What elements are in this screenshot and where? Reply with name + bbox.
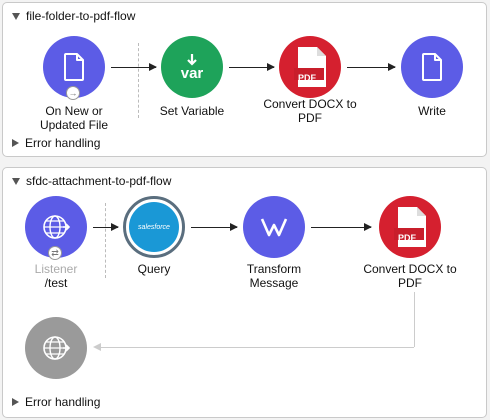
error-handling-toggle[interactable]: Error handling [12, 395, 100, 409]
expand-triangle-icon[interactable] [12, 139, 19, 147]
node-label: Convert DOCX to PDF [263, 97, 357, 125]
error-handling-toggle[interactable]: Error handling [12, 136, 100, 150]
source-badge-icon: → [66, 86, 80, 100]
flow-container-sfdc-attachment-to-pdf: sfdc-attachment-to-pdf-flow ⇄ Listener /… [2, 167, 487, 418]
globe-icon[interactable] [25, 317, 87, 379]
source-divider [138, 43, 139, 118]
node-label: Convert DOCX to PDF [363, 262, 457, 290]
return-connector-vertical [414, 292, 415, 347]
collapse-triangle-icon[interactable] [12, 177, 20, 185]
reconnect-badge-icon: ⇄ [48, 246, 62, 260]
flow-arrow [111, 63, 157, 71]
flow-arrow [191, 223, 238, 231]
flow-container-file-folder-to-pdf: file-folder-to-pdf-flow → On New or Upda… [2, 2, 487, 157]
pdf-icon-text: PDF [398, 233, 416, 243]
flow-title: file-folder-to-pdf-flow [26, 9, 136, 23]
source-divider [105, 203, 106, 278]
transform-icon[interactable] [243, 196, 305, 258]
salesforce-logo-text: salesforce [138, 223, 170, 231]
flow-header[interactable]: file-folder-to-pdf-flow [12, 9, 135, 23]
flow-title: sfdc-attachment-to-pdf-flow [26, 174, 172, 188]
flow-arrow [311, 223, 372, 231]
return-arrowhead [93, 343, 101, 351]
return-connector-horizontal [97, 347, 414, 348]
collapse-triangle-icon[interactable] [12, 12, 20, 20]
var-icon-text: var [180, 65, 204, 82]
flow-arrow [229, 63, 275, 71]
node-sublabel: /test [44, 276, 68, 290]
error-handling-label: Error handling [25, 136, 101, 150]
pdf-icon-text: PDF [298, 73, 316, 83]
pdf-icon[interactable]: PDF [379, 196, 441, 258]
expand-triangle-icon[interactable] [12, 398, 19, 406]
salesforce-icon[interactable]: salesforce [123, 196, 185, 258]
node-label: Query [137, 262, 171, 276]
flow-header[interactable]: sfdc-attachment-to-pdf-flow [12, 174, 171, 188]
node-label: Write [418, 104, 446, 118]
node-label: On New or Updated File [39, 104, 109, 132]
document-icon[interactable] [401, 36, 463, 98]
var-icon[interactable]: var [161, 36, 223, 98]
node-label: Listener [34, 262, 78, 276]
salesforce-logo: salesforce [129, 202, 179, 252]
error-handling-label: Error handling [25, 395, 101, 409]
node-label: Transform Message [246, 262, 302, 290]
node-label: Set Variable [159, 104, 225, 118]
pdf-icon[interactable]: PDF [279, 36, 341, 98]
flow-arrow [347, 63, 396, 71]
